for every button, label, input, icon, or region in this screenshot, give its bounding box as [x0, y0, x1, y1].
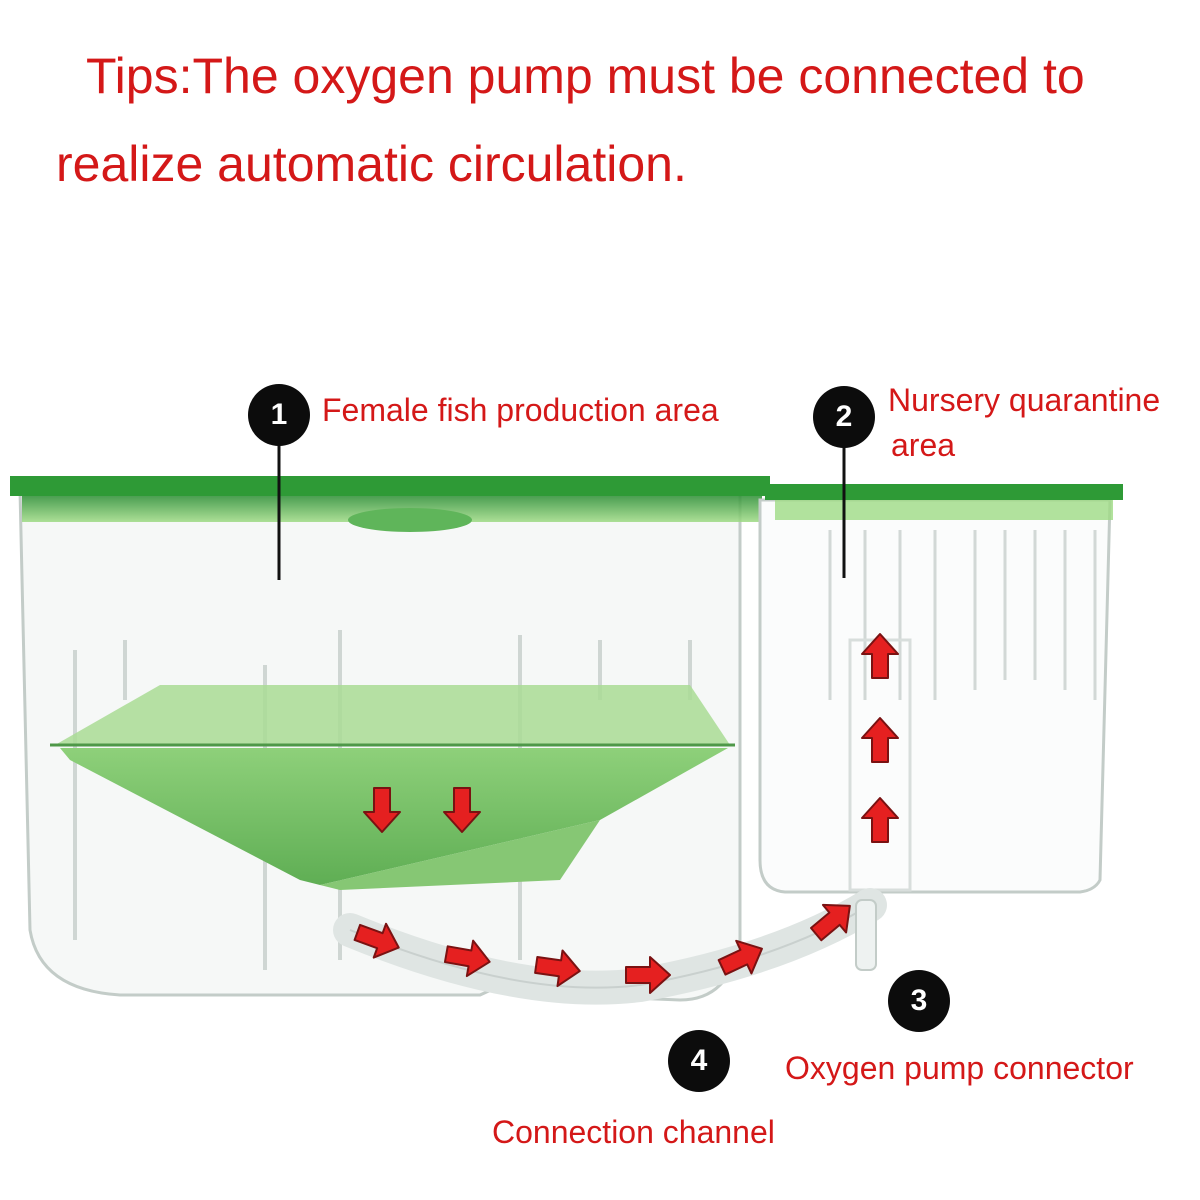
number-badge-1: 1 [248, 384, 310, 446]
nursery-lid [765, 484, 1123, 500]
number-badge-3: 3 [888, 970, 950, 1032]
main-lid [10, 476, 770, 496]
flow-arrow-icon [443, 787, 481, 833]
tip-line-2: realize automatic circulation. [56, 136, 687, 192]
label-connection-channel: Connection channel [492, 1114, 775, 1150]
label-oxygen-pump-connector: Oxygen pump connector [785, 1050, 1134, 1086]
oxygen-pump-nozzle [855, 899, 877, 971]
nursery-slots [828, 530, 1097, 700]
tip-line-1: Tips:The oxygen pump must be connected t… [86, 48, 1085, 104]
flow-arrow-icon [625, 956, 671, 994]
flow-arrow-icon [861, 633, 899, 679]
label-nursery-line-2: area [891, 427, 956, 463]
tip-text: Tips:The oxygen pump must be connected t… [0, 0, 1200, 240]
flow-arrow-icon [363, 787, 401, 833]
number-badge-2: 2 [813, 386, 875, 448]
production-tray [55, 685, 730, 745]
flow-arrow-icon [534, 949, 581, 988]
flow-arrow-icon [717, 939, 763, 976]
number-badge-4: 4 [668, 1030, 730, 1092]
flow-arrow-icon [443, 939, 491, 978]
label-female-production-area: Female fish production area [322, 392, 719, 428]
flow-arrow-icon [353, 922, 400, 959]
flow-arrow-icon [861, 797, 899, 843]
label-nursery-line-1: Nursery quarantine [888, 382, 1161, 418]
flow-arrow-icon [861, 717, 899, 763]
flow-arrow-icon [810, 903, 851, 942]
